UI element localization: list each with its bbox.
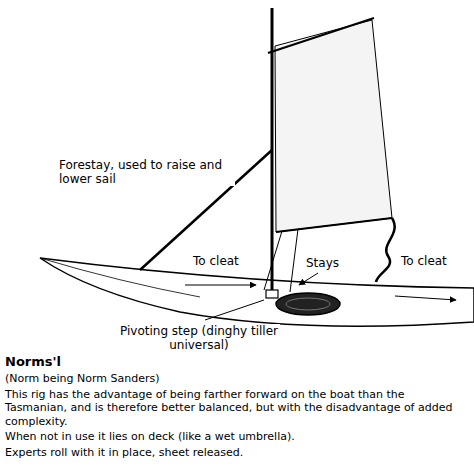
cockpit	[276, 293, 340, 315]
callout-label: To cleat	[400, 254, 448, 268]
note-text: (Norm being Norm Sanders)	[5, 372, 467, 386]
cockpit-rim	[286, 298, 330, 310]
title: Norms'l	[5, 354, 467, 370]
cleat-arrow	[185, 285, 256, 286]
note-text: Experts roll with it in place, sheet rel…	[5, 446, 467, 460]
callout-label: Forestay, used to raise and lower sail	[58, 158, 235, 186]
hull-chine	[40, 258, 200, 297]
sail	[275, 20, 392, 232]
stay	[264, 231, 282, 290]
kayak-hull	[40, 258, 474, 326]
mast	[271, 8, 274, 298]
notes-block: Norms'l (Norm being Norm Sanders) This rig…	[5, 354, 467, 459]
note-text: This rig has the advantage of being fart…	[5, 388, 467, 429]
stay	[290, 229, 298, 292]
stays-arrow	[299, 273, 318, 285]
callout-label: Pivoting step (dinghy tiller universal)	[118, 324, 280, 352]
cleat-arrow	[395, 296, 456, 300]
leader-line	[205, 300, 264, 320]
note-text: When not in use it lies on deck (like a …	[5, 430, 467, 444]
pivoting-step	[266, 290, 278, 298]
callout-label: To cleat	[192, 254, 240, 268]
yard	[268, 18, 374, 53]
sheet	[376, 218, 395, 282]
boom	[276, 218, 392, 232]
callout-label: Stays	[305, 256, 340, 270]
